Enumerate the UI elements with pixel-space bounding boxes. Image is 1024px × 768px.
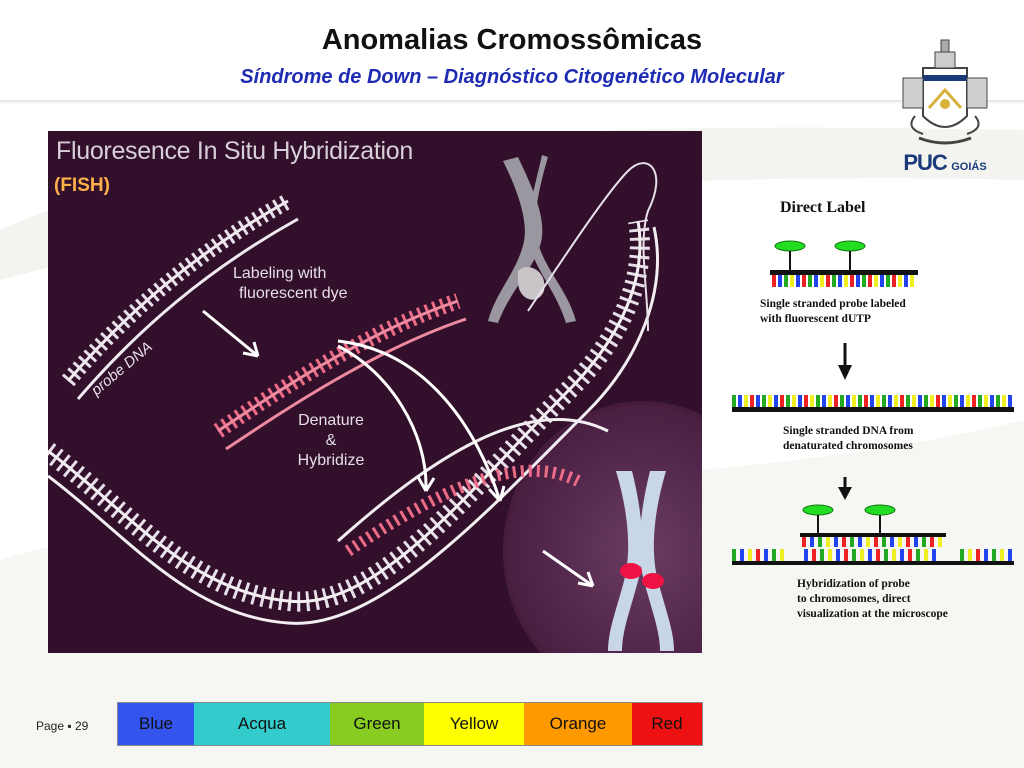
university-crest-icon — [902, 39, 988, 145]
arrow-hybridize-2 — [337, 339, 502, 502]
caption-probe: Single stranded probe labeled with fluor… — [760, 298, 906, 325]
arrow-labeling — [202, 309, 259, 358]
color-cell-green: Green — [330, 703, 424, 745]
fish-title: Fluoresence In Situ Hybridization — [56, 137, 413, 165]
chromosome-hybridized — [608, 471, 643, 651]
color-cell-red: Red — [632, 703, 702, 745]
fluorescent-signal — [620, 563, 642, 579]
color-cell-blue: Blue — [118, 703, 194, 745]
fish-abbreviation: (FISH) — [54, 175, 110, 196]
arrow-to-nucleus — [542, 549, 594, 588]
caption-chromosome-dna: Single stranded DNA from denaturated chr… — [783, 425, 914, 452]
fish-artwork — [48, 155, 702, 653]
color-cell-yellow: Yellow — [424, 703, 524, 745]
labeling-label: Labeling with fluorescent dye — [233, 265, 348, 302]
direct-label-diagram — [732, 240, 1014, 565]
page-number: Page ▪ 29 — [36, 719, 89, 733]
header-divider — [0, 100, 1024, 104]
nucleus-shape — [503, 401, 702, 653]
university-logo-text: PUC GOIÁS — [903, 150, 987, 175]
hybridized-strand — [802, 537, 942, 547]
color-cell-acqua: Acqua — [194, 703, 330, 745]
chromosome-strand — [732, 395, 1012, 407]
probe-strand — [772, 275, 914, 287]
direct-label-title: Direct Label — [780, 199, 866, 216]
chromosome-top — [488, 157, 543, 323]
arrow-hybridize-1 — [337, 344, 428, 492]
caption-hybridization: Hybridization of probe to chromosomes, d… — [797, 578, 948, 620]
color-cell-orange: Orange — [524, 703, 632, 745]
slide-title: Anomalias Cromossômicas — [321, 24, 703, 56]
denature-label: Denature & Hybridize — [297, 412, 365, 469]
fish-illustration: Fluoresence In Situ Hybridization (FISH)… — [48, 131, 702, 653]
slide-subtitle: Síndrome de Down – Diagnóstico Citogenét… — [240, 66, 784, 88]
